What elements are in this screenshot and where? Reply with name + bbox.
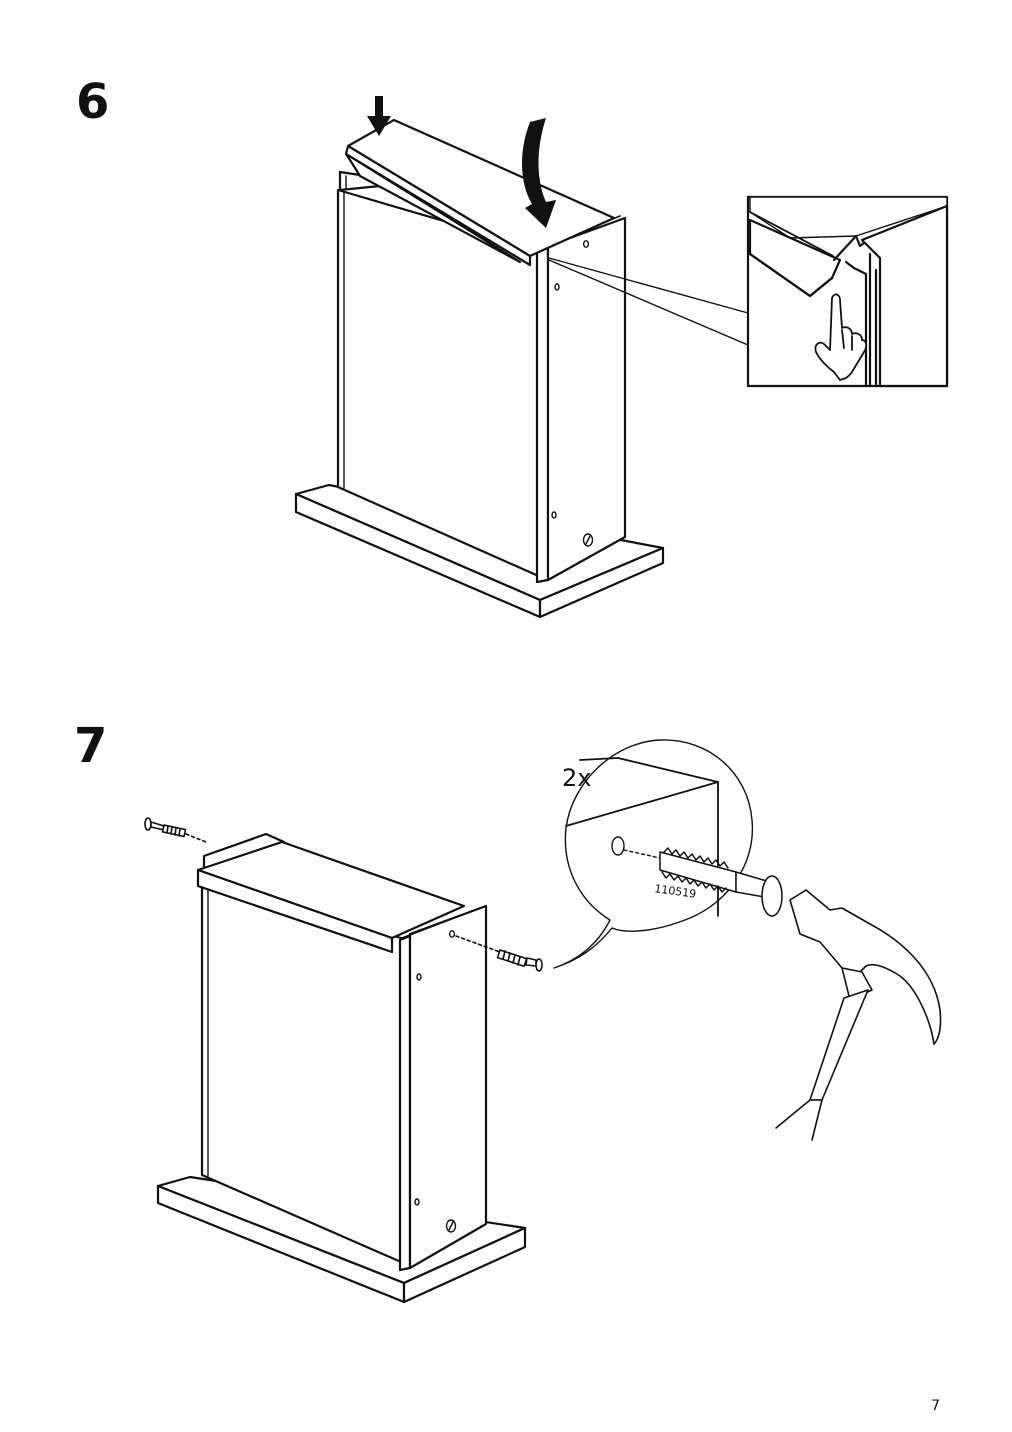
side-panel xyxy=(398,904,488,1272)
hammer-icon xyxy=(775,889,942,1141)
down-arrow-icon xyxy=(367,96,391,136)
step-7-illustration: 2x 110519 xyxy=(144,739,942,1304)
side-panel xyxy=(535,215,627,584)
top-board xyxy=(196,832,466,954)
step-6-number: 6 xyxy=(76,74,110,130)
pointing-hand-icon xyxy=(814,293,868,381)
step-7-number: 7 xyxy=(74,718,108,774)
step-6-illustration xyxy=(294,96,949,619)
dowel-left-icon xyxy=(144,817,207,843)
page-number: 7 xyxy=(931,1398,940,1414)
detail-callout xyxy=(553,739,783,969)
dowel-right-icon xyxy=(455,935,543,972)
part-number-label: 110519 xyxy=(654,882,697,901)
detail-inset xyxy=(746,195,949,388)
curved-arrow-icon xyxy=(521,118,556,228)
dowel-detail-icon xyxy=(659,847,783,917)
quantity-label: 2x xyxy=(562,764,591,792)
